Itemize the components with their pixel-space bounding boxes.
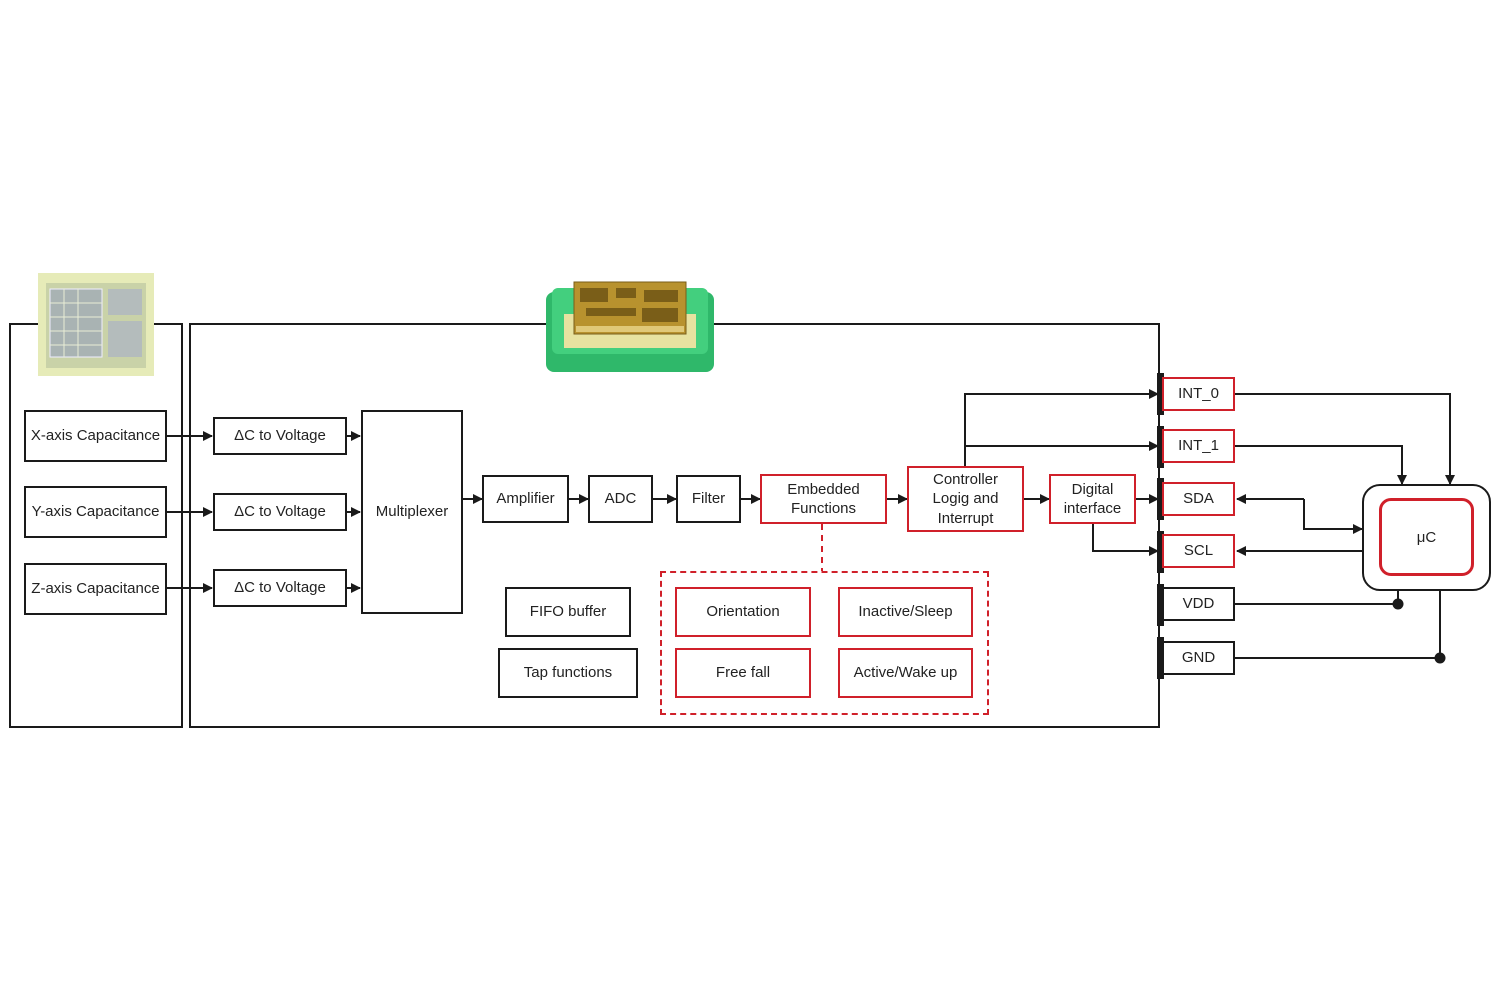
pin-gnd: GND (1162, 641, 1235, 675)
pin-int0: INT_0 (1162, 377, 1235, 411)
pin-bar-gnd (1157, 637, 1164, 679)
digital-interface: Digital interface (1049, 474, 1136, 524)
pin-bar-int0 (1157, 373, 1164, 415)
tap-functions: Tap functions (498, 648, 638, 698)
filter: Filter (676, 475, 741, 523)
vdd-junction-dot (1392, 598, 1404, 610)
gnd-junction-dot (1434, 652, 1446, 664)
pin-vdd: VDD (1162, 587, 1235, 621)
function-inactive-sleep: Inactive/Sleep (838, 587, 973, 637)
converter-z: ΔC to Voltage (213, 569, 347, 607)
vdd-line (1235, 590, 1399, 605)
pin-bar-vdd (1157, 584, 1164, 626)
converter-x: ΔC to Voltage (213, 417, 347, 455)
fifo-buffer: FIFO buffer (505, 587, 631, 637)
arrow-sda-to-mcu (1303, 499, 1363, 534)
function-free-fall: Free fall (675, 648, 811, 698)
pin-int1: INT_1 (1162, 429, 1235, 463)
controller-logic-interrupt: Controller Logig and Interrupt (907, 466, 1024, 532)
mems-die-image (38, 273, 154, 376)
embedded-functions-group (660, 571, 989, 715)
pin-bar-int1 (1157, 426, 1164, 468)
z-axis-capacitance: Z-axis Capacitance (24, 563, 167, 615)
function-active-wake-up: Active/Wake up (838, 648, 973, 698)
pin-bar-sda (1157, 478, 1164, 520)
x-axis-capacitance: X-axis Capacitance (24, 410, 167, 462)
gnd-line (1235, 590, 1441, 659)
arrow-controller-to-int0 (964, 389, 1159, 467)
amplifier: Amplifier (482, 475, 569, 523)
microcontroller-label: μC (1379, 498, 1474, 576)
arrow-digital-to-scl (1092, 523, 1159, 556)
adc: ADC (588, 475, 653, 523)
arrow-int1-to-mcu (1235, 445, 1407, 485)
y-axis-capacitance: Y-axis Capacitance (24, 486, 167, 538)
embedded-functions: Embedded Functions (760, 474, 887, 524)
function-orientation: Orientation (675, 587, 811, 637)
multiplexer: Multiplexer (361, 410, 463, 614)
arrow-int0-to-mcu (1235, 393, 1455, 485)
pin-scl: SCL (1162, 534, 1235, 568)
pin-bar-scl (1157, 531, 1164, 573)
converter-y: ΔC to Voltage (213, 493, 347, 531)
pin-sda: SDA (1162, 482, 1235, 516)
asic-chip-image (546, 281, 714, 372)
